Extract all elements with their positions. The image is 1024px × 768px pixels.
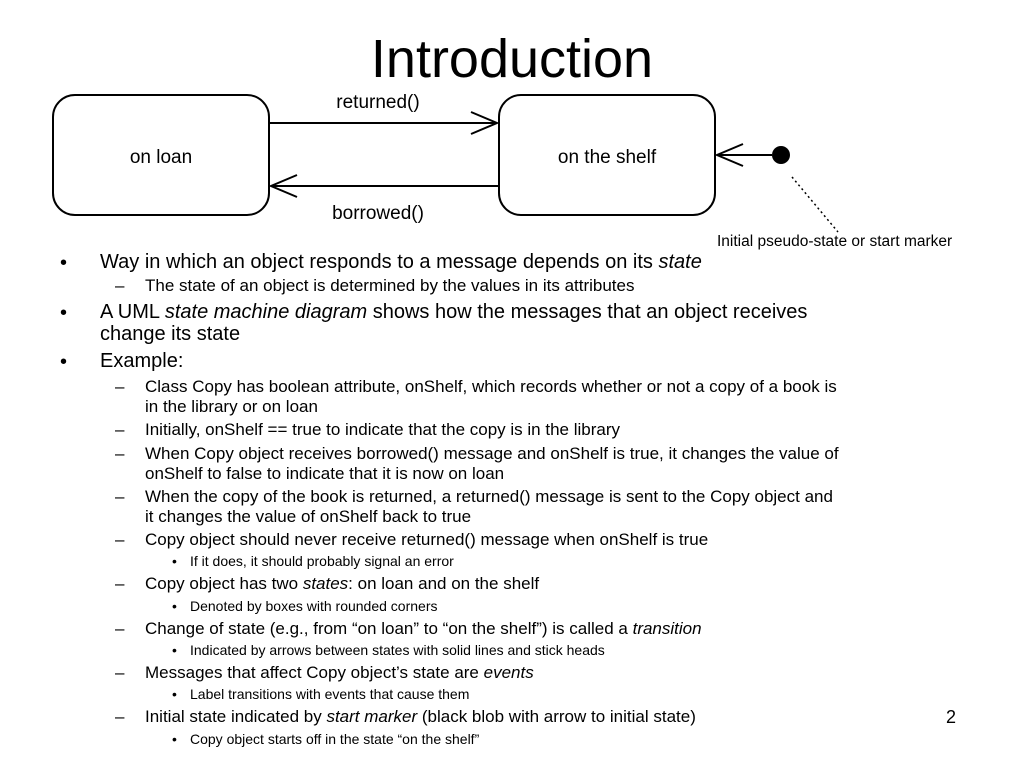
page-number: 2 xyxy=(946,707,957,727)
slide-title: Introduction xyxy=(370,29,654,89)
state-on-loan-label: on loan xyxy=(130,147,192,168)
transition-borrowed-label: borrowed() xyxy=(332,203,424,224)
state-machine-diagram: on loan on the shelf returned() borrowed… xyxy=(52,92,952,250)
transition-borrowed-arrowhead-icon xyxy=(268,174,298,198)
start-marker-icon xyxy=(772,146,790,164)
state-on-the-shelf-label: on the shelf xyxy=(558,147,657,168)
state-on-loan xyxy=(52,94,270,216)
start-marker-note-connector xyxy=(791,176,839,233)
transition-returned-label: returned() xyxy=(336,92,419,113)
start-transition-arrowhead-icon xyxy=(714,143,744,167)
start-marker-note: Initial pseudo-state or start marker xyxy=(717,233,952,250)
transition-returned-arrowhead-icon xyxy=(470,111,500,135)
